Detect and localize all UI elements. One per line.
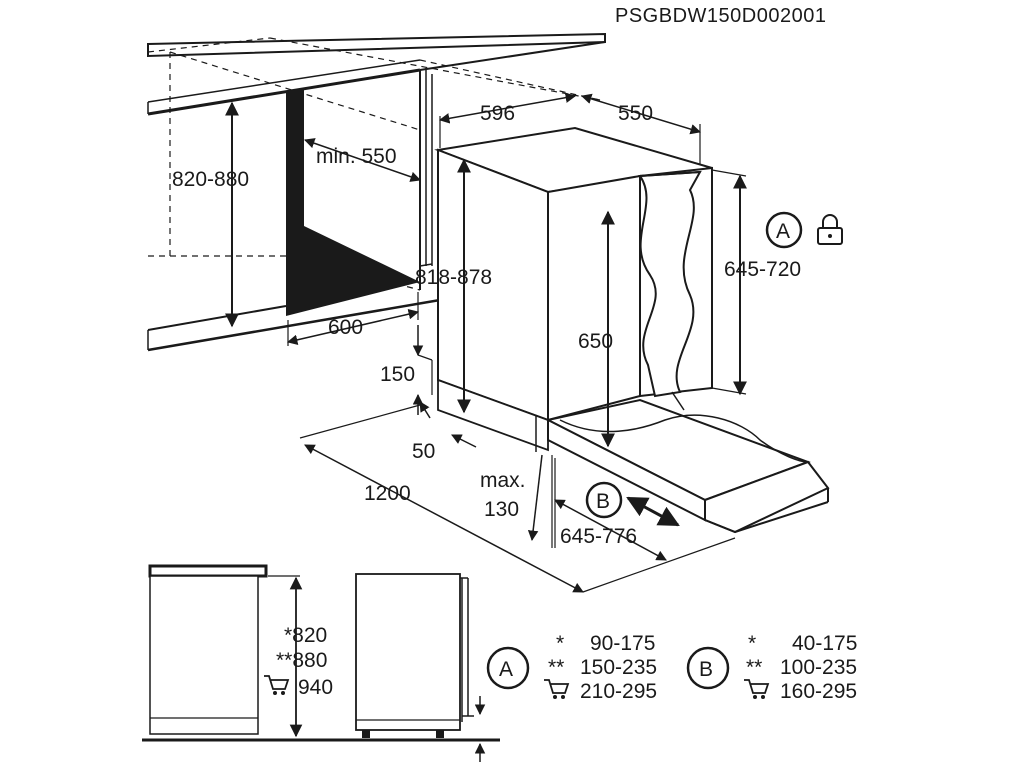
side-view-cabinet bbox=[142, 564, 500, 742]
table-b-value-1: 40-175 bbox=[792, 632, 857, 655]
open-door bbox=[545, 398, 830, 534]
table-b-value-3: 160-295 bbox=[780, 680, 857, 703]
max-value-label: 130 bbox=[484, 498, 519, 521]
min-depth-label: min. 550 bbox=[316, 145, 397, 168]
door-clearance-label: 1200 bbox=[364, 482, 411, 505]
marker-a-letter: A bbox=[776, 220, 790, 243]
table-a-mark-2: ** bbox=[548, 656, 564, 679]
niche-width-label: 600 bbox=[328, 316, 363, 339]
table-a-mark-1: * bbox=[556, 632, 564, 655]
niche-height-label: 820-880 bbox=[172, 168, 249, 191]
plinth-height-label: 150 bbox=[380, 363, 415, 386]
appliance-height-label: 818-878 bbox=[415, 266, 492, 289]
table-a-value-1: 90-175 bbox=[590, 632, 655, 655]
table-b-mark-1: * bbox=[748, 632, 756, 655]
lock-icon bbox=[817, 214, 843, 245]
table-b-value-2: 100-235 bbox=[780, 656, 857, 679]
marker-b-letter: B bbox=[596, 490, 610, 513]
side-height-std: *820 bbox=[284, 624, 327, 647]
max-label: max. bbox=[480, 469, 526, 492]
table-a-value-2: 150-235 bbox=[580, 656, 657, 679]
cart-icon bbox=[263, 675, 289, 696]
door-travel-label: 645-776 bbox=[560, 525, 637, 548]
door-panel-height-label: 645-720 bbox=[724, 258, 801, 281]
niche-cavity bbox=[286, 68, 433, 316]
table-b-mark-2: ** bbox=[746, 656, 762, 679]
countertop bbox=[147, 32, 606, 116]
niche-guides bbox=[147, 37, 601, 291]
table-a-cart-icon bbox=[543, 679, 569, 700]
dim-lines-upper bbox=[225, 92, 747, 593]
table-b-letter: B bbox=[699, 658, 713, 681]
side-height-alt: **880 bbox=[276, 649, 327, 672]
marker-b: B bbox=[585, 481, 623, 519]
table-b: B * 40-175 ** 100-235 160-295 bbox=[686, 632, 857, 703]
marker-a: A bbox=[765, 211, 803, 249]
appliance-depth-label: 550 bbox=[618, 102, 653, 125]
table-a: A * 90-175 ** 150-235 210-295 bbox=[486, 632, 657, 703]
dishwasher-body bbox=[434, 126, 713, 452]
side-view-dishwasher bbox=[355, 573, 492, 762]
table-a-letter: A bbox=[499, 658, 513, 681]
plinth-gap-label: 50 bbox=[412, 440, 435, 463]
side-height-cart: 940 bbox=[298, 676, 333, 699]
appliance-width-label: 596 bbox=[480, 102, 515, 125]
inner-height-label: 650 bbox=[578, 330, 613, 353]
drawing-code: PSGBDW150D002001 bbox=[615, 5, 826, 27]
table-a-value-3: 210-295 bbox=[580, 680, 657, 703]
table-b-cart-icon bbox=[743, 679, 769, 700]
